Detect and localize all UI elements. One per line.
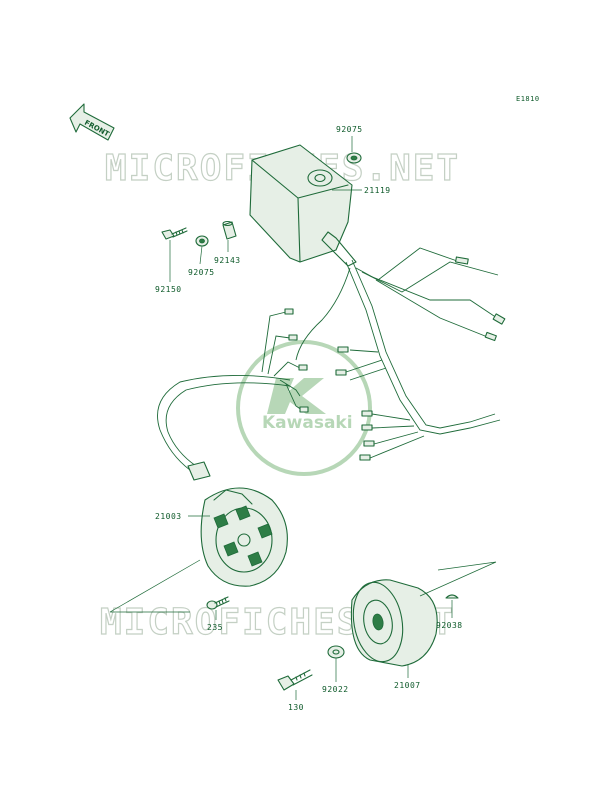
bolt-92150 (161, 227, 188, 240)
callout-235: 235 (207, 623, 223, 632)
callout-21003: 21003 (155, 512, 182, 521)
reference-code: E1810 (516, 95, 540, 103)
logo-text: Kawasaki (262, 413, 353, 433)
cdi-unit-21119 (249, 144, 357, 267)
callout-130: 130 (288, 703, 304, 712)
flywheel-21007 (350, 579, 438, 667)
kawasaki-logo: Kawasaki (236, 340, 372, 476)
bolt-130 (277, 669, 313, 691)
key-92038 (445, 594, 459, 599)
collar-92143 (222, 220, 237, 240)
callout-21119: 21119 (364, 186, 391, 195)
stator-21003 (200, 487, 288, 587)
callout-92143: 92143 (214, 256, 241, 265)
callout-92038: 92038 (436, 621, 463, 630)
callout-92150: 92150 (155, 285, 182, 294)
assembly-line-stator (109, 559, 201, 613)
front-arrow-icon: FRONT (69, 103, 115, 141)
callout-92075-mid: 92075 (188, 268, 215, 277)
callout-92022: 92022 (322, 685, 349, 694)
assembly-line-flywheel (419, 561, 497, 597)
washer-92075-mid (195, 235, 209, 247)
callout-21007: 21007 (394, 681, 421, 690)
washer-92075-top (346, 152, 362, 164)
leader-92075-mid (199, 245, 203, 265)
callout-92075-top: 92075 (336, 125, 363, 134)
washer-92022 (327, 645, 345, 659)
screw-235 (206, 596, 230, 610)
wiring-harness (157, 247, 506, 481)
